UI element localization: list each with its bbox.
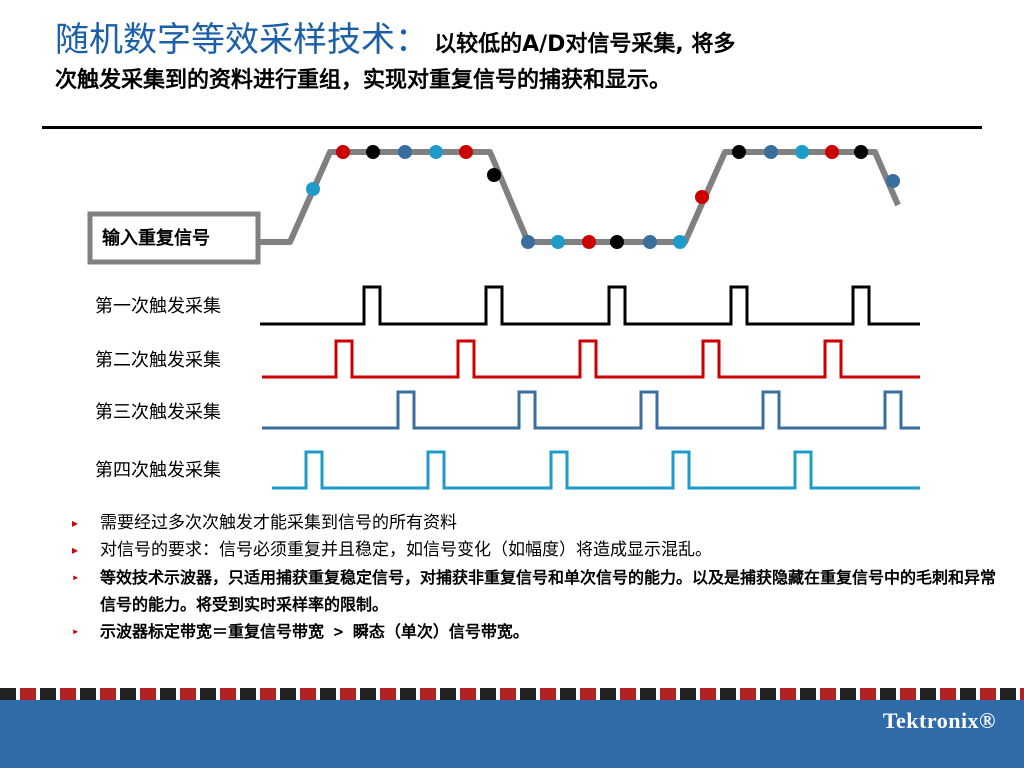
bullet-list: ▸需要经过多次次触发才能采集到信号的所有资料 ▸对信号的要求：信号必须重复并且稳…: [70, 510, 1000, 645]
trigger-pulse-train-3: [262, 390, 920, 430]
row-label-2: 第二次触发采集: [95, 350, 221, 371]
sample-dot: [854, 145, 868, 159]
footer-stripe: [0, 688, 1024, 700]
bullet-arrow-icon: ▸: [72, 543, 79, 557]
title-line2: 次触发采集到的资料进行重组，实现对重复信号的捕获和显示。: [55, 68, 672, 93]
bullet-arrow-icon: ▸: [72, 624, 80, 638]
bullet-arrow-icon: ▸: [72, 570, 80, 584]
input-waveform: [255, 149, 901, 245]
row-label-3: 第三次触发采集: [95, 402, 221, 423]
bullet-item: ▸示波器标定带宽＝重复信号带宽 > 瞬态（单次）信号带宽。: [70, 618, 1000, 645]
bullet-item: ▸对信号的要求：信号必须重复并且稳定，如信号变化（如幅度）将造成显示混乱。: [70, 537, 1000, 564]
sample-dot: [429, 145, 443, 159]
footer-bar: [0, 700, 1024, 768]
sample-dot: [886, 174, 900, 188]
sample-dot: [582, 235, 596, 249]
sample-dots: [306, 145, 900, 249]
sample-dot: [825, 145, 839, 159]
row-label-4: 第四次触发采集: [95, 460, 221, 481]
trigger-pulse-train-2: [262, 339, 920, 379]
title-sub: 以较低的A/D对信号采集, 将多: [434, 32, 736, 57]
sample-dot: [695, 190, 709, 204]
row-label-1: 第一次触发采集: [95, 296, 221, 317]
sample-dot: [764, 145, 778, 159]
title-rule: [42, 126, 982, 129]
sample-dot: [459, 145, 473, 159]
tektronix-logo: Tektronix®: [882, 708, 996, 733]
sample-dot: [521, 235, 535, 249]
sample-dot: [643, 235, 657, 249]
bullet-arrow-icon: ▸: [72, 516, 79, 530]
sample-dot: [336, 145, 350, 159]
trigger-pulse-train-1: [260, 285, 920, 326]
sample-dot: [551, 235, 565, 249]
sample-dot: [306, 182, 320, 196]
slide-title: 随机数字等效采样技术： 以较低的A/D对信号采集, 将多 次触发采集到的资料进行…: [55, 22, 995, 100]
sample-dot: [487, 168, 501, 182]
sample-dot: [732, 145, 746, 159]
title-main: 随机数字等效采样技术：: [55, 20, 429, 60]
sample-dot: [673, 235, 687, 249]
trigger-pulse-train-4: [272, 450, 920, 490]
bullet-item: ▸等效技术示波器，只适用捕获重复稳定信号，对捕获非重复信号和单次信号的能力。以及…: [70, 564, 1000, 618]
input-label: 输入重复信号: [102, 227, 210, 249]
input-label-box: [87, 211, 261, 265]
sampling-diagram: 输入重复信号 第一次触发采集 第二次触发采集 第三次触发采集 第四次触发采集: [87, 145, 920, 490]
trigger-pulse-trains: [260, 285, 920, 490]
sample-dot: [610, 235, 624, 249]
sample-dot: [795, 145, 809, 159]
sample-dot: [398, 145, 412, 159]
bullet-item: ▸需要经过多次次触发才能采集到信号的所有资料: [70, 510, 1000, 537]
sample-dot: [366, 145, 380, 159]
